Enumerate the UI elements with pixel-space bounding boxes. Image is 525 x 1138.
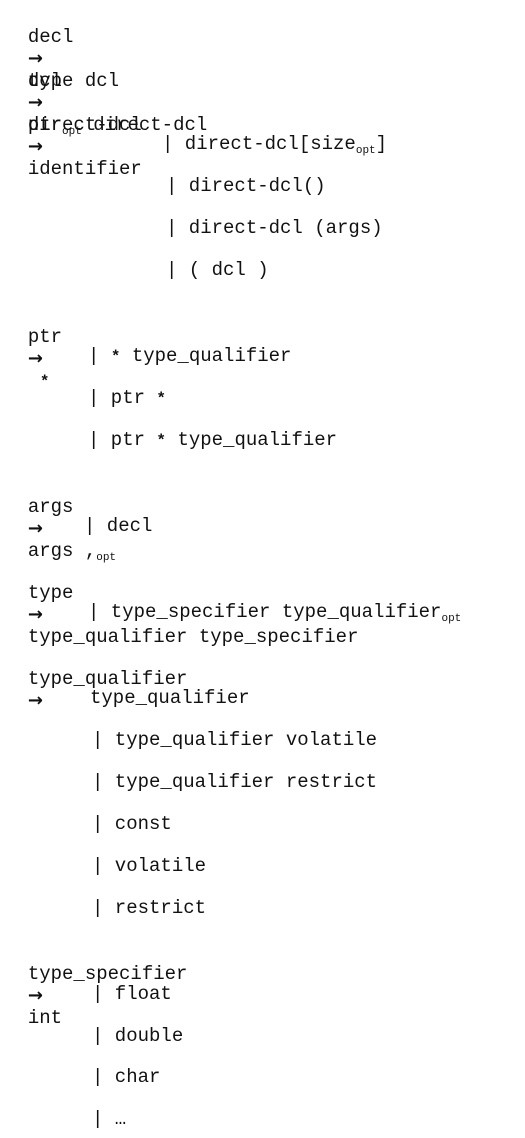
arrow-icon: → bbox=[27, 92, 43, 113]
nonterminal-type: type bbox=[27, 582, 74, 604]
pointer-star: * bbox=[39, 373, 50, 391]
alternative-text: type_qualifier bbox=[131, 345, 292, 367]
production-rhs: ptropt direct-dcl bbox=[27, 114, 208, 138]
alternative: | volatile bbox=[92, 855, 207, 877]
alternative: | type_specifier type_qualifieropt bbox=[88, 601, 461, 630]
production-rhs: identifier bbox=[27, 158, 142, 180]
alternative: | direct-dcl[sizeopt] bbox=[162, 133, 387, 162]
nonterminal-args: args bbox=[27, 496, 74, 518]
alternative: | restrict bbox=[92, 897, 207, 919]
alternative-text: | ptr bbox=[88, 429, 146, 451]
arrow-icon: → bbox=[27, 518, 43, 539]
alternative-text: | ptr bbox=[88, 387, 146, 409]
arrow-icon: → bbox=[27, 985, 43, 1006]
pointer-star: * bbox=[110, 348, 121, 366]
alternative-bar: | bbox=[88, 345, 100, 367]
symbol-direct-dcl: direct-dcl bbox=[93, 114, 208, 136]
rule-args: args → args ,opt bbox=[5, 474, 116, 569]
alternative-text: | direct-dcl[size bbox=[162, 133, 356, 155]
rule-decl: decl → type dcl bbox=[5, 4, 119, 92]
rule-ptr: ptr → * bbox=[5, 304, 62, 393]
arrow-icon: → bbox=[27, 136, 43, 157]
nonterminal-decl: decl bbox=[27, 26, 74, 48]
alternative: | float bbox=[92, 983, 172, 1005]
pointer-star: * bbox=[156, 390, 167, 408]
rule-type-qualifier: type_qualifier → bbox=[5, 646, 188, 712]
symbol-args: args , bbox=[27, 540, 97, 562]
alternative: | ptr * type_qualifier bbox=[88, 429, 337, 452]
nonterminal-ptr: ptr bbox=[27, 326, 63, 348]
alternative: | ( dcl ) bbox=[166, 259, 269, 281]
subscript-opt: opt bbox=[441, 613, 462, 625]
production-rhs: int bbox=[27, 1007, 63, 1029]
rule-direct-dcl: direct-dcl → identifier bbox=[5, 92, 142, 180]
alternative: | char bbox=[92, 1066, 161, 1088]
alternative: | double bbox=[92, 1025, 184, 1047]
production-rhs: type dcl bbox=[27, 70, 120, 92]
nonterminal-type-qualifier: type_qualifier bbox=[27, 668, 188, 690]
subscript-opt: opt bbox=[355, 145, 376, 157]
alternative: | type_qualifier volatile bbox=[92, 729, 378, 751]
nonterminal-dcl: dcl bbox=[27, 70, 63, 92]
arrow-icon: → bbox=[27, 48, 43, 69]
alternative: | type_qualifier restrict bbox=[92, 771, 378, 793]
production-rhs: args ,opt bbox=[27, 540, 117, 564]
alternative: | decl bbox=[84, 515, 153, 537]
arrow-icon: → bbox=[27, 604, 43, 625]
alternative: | * type_qualifier bbox=[88, 345, 291, 368]
production-rhs: type_qualifier type_specifier bbox=[27, 626, 359, 648]
arrow-icon: → bbox=[27, 690, 43, 711]
alternative-text: | type_specifier type_qualifier bbox=[88, 601, 442, 623]
alternative-text: type_qualifier bbox=[177, 429, 338, 451]
rule-dcl: dcl → ptropt direct-dcl bbox=[5, 48, 207, 143]
nonterminal-direct-dcl: direct-dcl bbox=[27, 114, 142, 136]
production-rhs: type_qualifier bbox=[90, 687, 250, 709]
alternative: | direct-dcl() bbox=[166, 175, 326, 197]
alternative: | const bbox=[92, 813, 172, 835]
subscript-opt: opt bbox=[96, 552, 117, 564]
arrow-icon: → bbox=[27, 348, 43, 369]
nonterminal-type-specifier: type_specifier bbox=[27, 963, 188, 985]
subscript-opt: opt bbox=[62, 126, 82, 138]
rule-type-specifier: type_specifier → int bbox=[5, 941, 188, 1029]
alternative: | … bbox=[92, 1108, 127, 1130]
alternative: | direct-dcl (args) bbox=[166, 217, 383, 239]
rule-type: type → type_qualifier type_specifier bbox=[5, 560, 359, 648]
symbol-ptr: ptr bbox=[27, 114, 63, 136]
alternative: | ptr * bbox=[88, 387, 166, 410]
alternative-text: ] bbox=[375, 133, 388, 155]
pointer-star: * bbox=[156, 432, 167, 450]
